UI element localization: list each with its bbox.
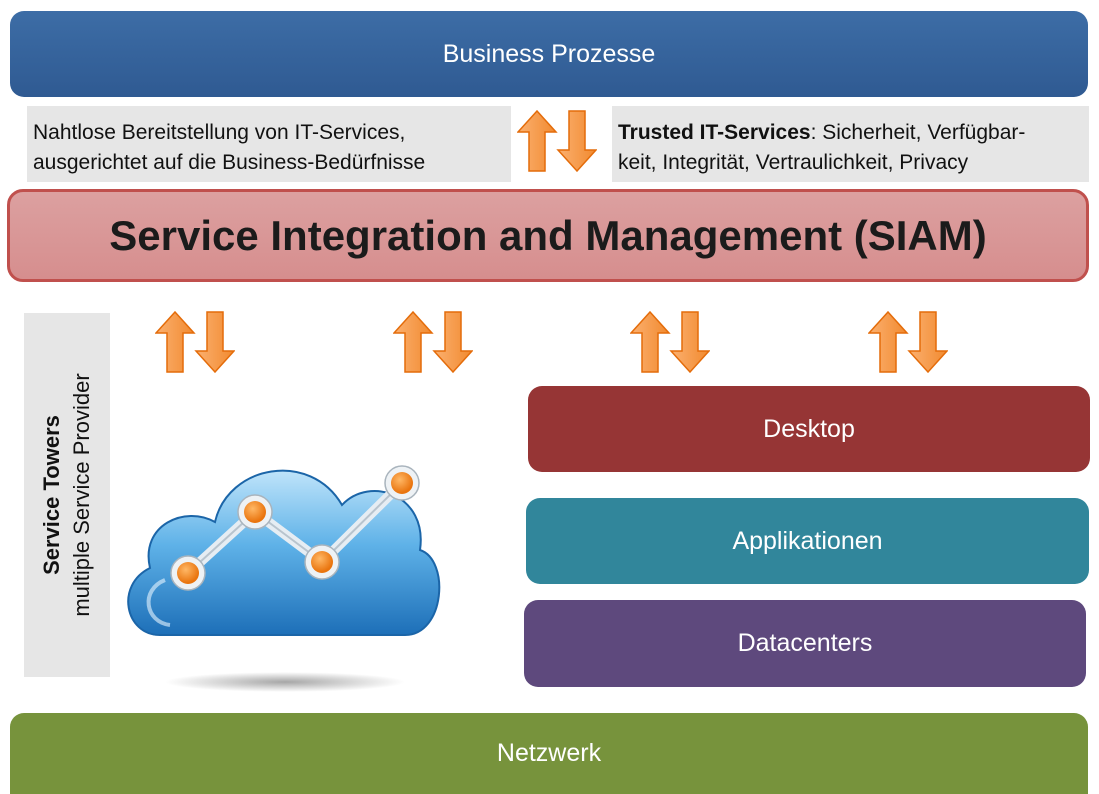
service-towers-title: Service Towers — [39, 415, 64, 575]
siam-label: Service Integration and Management (SIAM… — [109, 211, 987, 259]
service-towers-label: Service Towers multiple Service Provider — [24, 313, 110, 677]
trusted-services-note: Trusted IT-Services: Sicherheit, Verfügb… — [612, 106, 1089, 182]
datacenters-tower: Datacenters — [524, 600, 1086, 687]
seamless-delivery-line-2: ausgerichtet auf die Business-Bedürfniss… — [33, 151, 426, 174]
applications-tower: Applikationen — [526, 498, 1089, 584]
applications-label: Applikationen — [732, 526, 883, 555]
cloud-chart-icon — [127, 465, 441, 692]
network-label: Netzwerk — [496, 739, 602, 767]
up-down-arrows-icon — [517, 110, 597, 172]
desktop-label: Desktop — [763, 414, 855, 443]
business-processes-bar: Business Prozesse — [10, 11, 1088, 97]
desktop-tower: Desktop — [528, 386, 1090, 472]
seamless-delivery-line-1: Nahtlose Bereitstellung von IT-Services, — [33, 121, 406, 144]
trusted-services-line-1: : Sicherheit, Verfügbar- — [810, 121, 1026, 144]
up-down-arrows-icon — [868, 311, 948, 373]
up-down-arrows-icon — [630, 311, 710, 373]
siam-bar: Service Integration and Management (SIAM… — [7, 189, 1089, 282]
business-processes-label: Business Prozesse — [442, 39, 656, 68]
up-down-arrows-icon — [393, 311, 473, 373]
datacenters-label: Datacenters — [737, 629, 873, 657]
trusted-services-title: Trusted IT-Services — [618, 121, 811, 144]
trusted-services-line-2: keit, Integrität, Vertraulichkeit, Priva… — [618, 151, 969, 174]
up-down-arrows-icon — [155, 311, 235, 373]
network-bar: Netzwerk — [10, 713, 1088, 794]
seamless-delivery-note: Nahtlose Bereitstellung von IT-Services,… — [27, 106, 511, 182]
service-towers-subtitle: multiple Service Provider — [69, 373, 94, 617]
